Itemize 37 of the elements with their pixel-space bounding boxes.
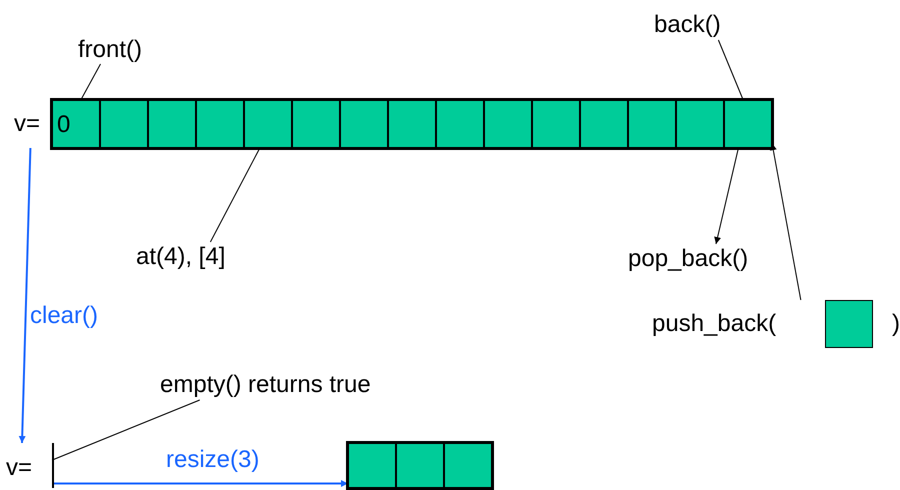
array-cell	[340, 100, 388, 148]
arrow	[714, 148, 739, 244]
vector-array	[52, 100, 772, 148]
function-label: empty() returns true	[160, 370, 444, 400]
array-cell	[348, 443, 396, 488]
leader-line	[718, 40, 744, 100]
array-cell	[196, 100, 244, 148]
function-label: )	[892, 310, 900, 338]
vector-label: v=	[14, 110, 40, 138]
function-label: pop_back()	[628, 244, 788, 274]
array-cell	[676, 100, 724, 148]
array-cell	[148, 100, 196, 148]
array-cell	[292, 100, 340, 148]
array-cell	[724, 100, 772, 148]
function-label: push_back(	[652, 310, 776, 338]
array-cell	[532, 100, 580, 148]
array-cell	[388, 100, 436, 148]
leader-line	[80, 64, 101, 100]
array-cell	[580, 100, 628, 148]
leader-line	[210, 148, 260, 242]
arrow	[54, 480, 348, 487]
array-cell	[484, 100, 532, 148]
array-cell	[244, 100, 292, 148]
function-label: back()	[654, 10, 746, 40]
vector-array	[348, 443, 492, 488]
leader-line	[52, 400, 200, 461]
array-cell: 0	[52, 100, 100, 148]
array-cell	[825, 300, 873, 348]
array-cell	[396, 443, 444, 488]
function-label: front()	[78, 36, 168, 64]
function-label: at(4), [4]	[136, 242, 260, 272]
array-cell	[444, 443, 492, 488]
vector-label: v=	[6, 454, 32, 482]
array-cell	[100, 100, 148, 148]
array-cell	[628, 100, 676, 148]
arrow	[18, 148, 32, 444]
array-cell	[436, 100, 484, 148]
